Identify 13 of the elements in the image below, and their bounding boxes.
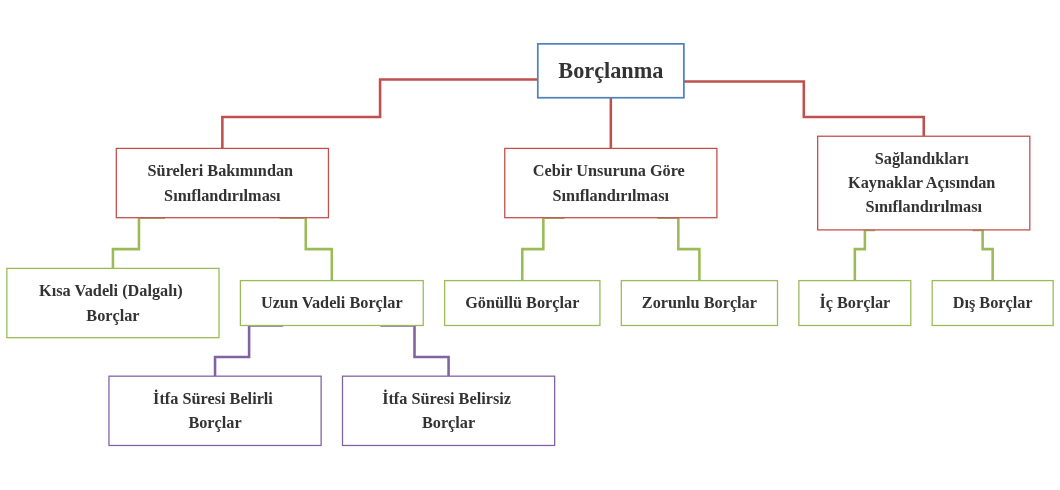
node-box: İç Borçlar [798, 280, 912, 327]
node-box: İtfa Süresi Belirsiz Borçlar [341, 375, 556, 447]
node-box: Borçlanma [536, 43, 685, 99]
node-box: Uzun Vadeli Borçlar [239, 280, 424, 327]
node-box: Cebir Unsuruna Göre Sınıflandırılması [504, 148, 718, 219]
connector [683, 80, 926, 138]
node-box: Zorunlu Borçlar [620, 280, 779, 327]
node-box: Süreleri Bakımından Sınıflandırılması [115, 148, 330, 219]
node-box: Dış Borçlar [931, 280, 1054, 327]
node-box: Sağlandıkları Kaynaklar Açısından Sınıflandırılması [817, 135, 1031, 231]
node-box: İtfa Süresi Belirli Borçlar [108, 375, 322, 447]
node-box: Kısa Vadeli (Dalgalı) Borçlar [6, 268, 220, 339]
node-box: Gönüllü Borçlar [443, 280, 601, 327]
